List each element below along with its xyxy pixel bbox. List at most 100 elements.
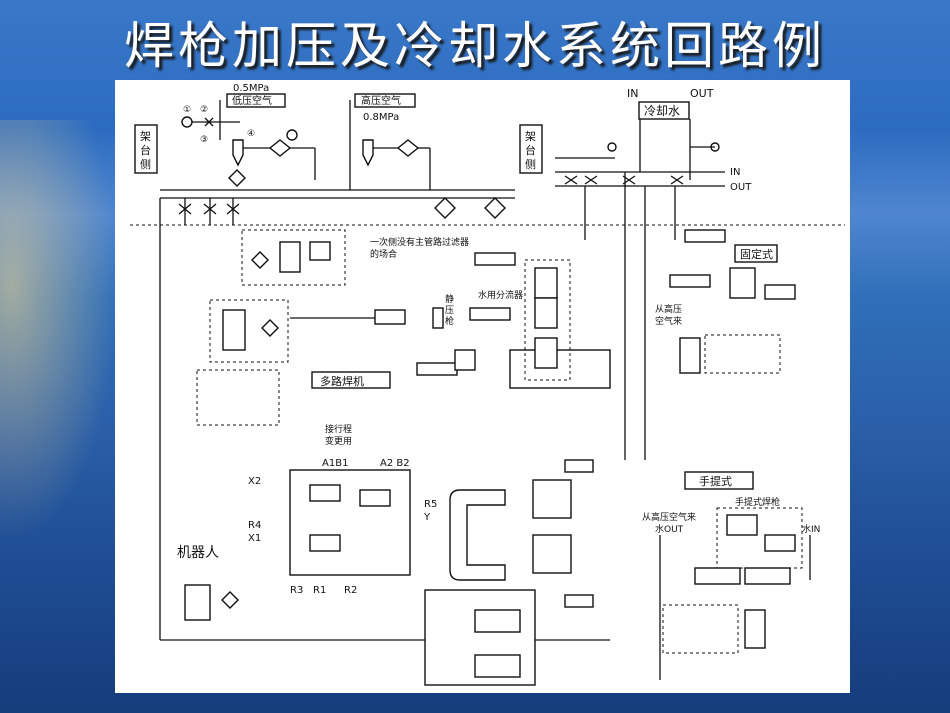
label-fixed-type: 固定式 bbox=[740, 247, 773, 261]
note-dashed-box bbox=[241, 229, 346, 286]
label-in-top: IN bbox=[627, 87, 638, 100]
label-water-divider: 水用分流器 bbox=[478, 289, 523, 301]
valve-block bbox=[534, 267, 558, 299]
label-water-in: 水IN bbox=[802, 523, 820, 535]
label-multi-welder: 多路焊机 bbox=[320, 374, 364, 388]
valve-block bbox=[534, 337, 558, 369]
label-rack-left-2: 台 bbox=[140, 143, 151, 157]
gun-valve bbox=[532, 534, 572, 574]
solenoid-valve bbox=[309, 534, 341, 552]
filter-icon bbox=[251, 251, 269, 269]
label-r3: R3 bbox=[290, 585, 303, 596]
handheld-sub-box bbox=[662, 604, 739, 654]
manifold-block bbox=[694, 567, 741, 585]
solenoid-valve bbox=[474, 654, 521, 678]
valve-icon bbox=[564, 175, 578, 185]
cylinder-valve bbox=[222, 309, 246, 351]
label-a2b2: A2 B2 bbox=[380, 458, 410, 469]
gauge-icon bbox=[607, 142, 617, 152]
solenoid-valve bbox=[374, 309, 406, 325]
label-r1: R1 bbox=[313, 585, 326, 596]
label-handheld: 手提式 bbox=[699, 474, 732, 488]
multi-welder-box bbox=[311, 371, 391, 389]
label-0-8mpa: 0.8MPa bbox=[363, 112, 399, 123]
valve-icon bbox=[203, 203, 217, 215]
label-out-line: OUT bbox=[730, 182, 752, 193]
label-from-high-air: 从高压空气来 bbox=[642, 511, 696, 523]
valve-icon bbox=[178, 203, 192, 215]
gauge-icon bbox=[286, 129, 298, 141]
valve-icon bbox=[226, 203, 240, 215]
cylinder-valve bbox=[744, 609, 766, 649]
label-cooling-water: 冷却水 bbox=[644, 104, 680, 118]
label-low-air: 低压空气 bbox=[232, 94, 272, 107]
num-3: ③ bbox=[200, 135, 208, 145]
solenoid-valve bbox=[764, 534, 796, 552]
label-x2: X2 bbox=[248, 476, 261, 487]
label-out-top: OUT bbox=[690, 87, 714, 100]
regulator-icon bbox=[396, 139, 420, 157]
fixed-type-box bbox=[734, 244, 778, 263]
manifold-block bbox=[669, 274, 711, 288]
label-rack-mid-1: 架 bbox=[525, 130, 536, 143]
page-title: 焊枪加压及冷却水系统回路例 bbox=[124, 17, 826, 75]
filter-icon bbox=[362, 139, 374, 167]
background-glow bbox=[0, 120, 120, 540]
label-a1b1: A1B1 bbox=[322, 458, 348, 469]
label-rack-mid-3: 侧 bbox=[525, 158, 536, 171]
label-static-1: 静 bbox=[445, 293, 454, 305]
valve-block bbox=[279, 241, 301, 273]
regulator-icon bbox=[268, 139, 292, 157]
num-1: ① bbox=[183, 105, 191, 115]
label-rack-left-3: 侧 bbox=[140, 158, 151, 171]
static-gun bbox=[432, 307, 444, 329]
label-robot: 机器人 bbox=[177, 545, 219, 561]
solenoid-valve bbox=[309, 484, 341, 502]
gun-valve bbox=[532, 479, 572, 519]
label-water-out: 水OUT bbox=[655, 523, 684, 535]
manifold-block bbox=[564, 594, 594, 608]
valve-icon bbox=[204, 117, 214, 127]
note-line-1: 一次侧没有主管路过滤器 bbox=[370, 236, 469, 248]
cylinder-valve bbox=[679, 337, 701, 374]
robot-valve-block bbox=[289, 469, 411, 576]
label-r5: R5 bbox=[424, 499, 437, 510]
label-x1: X1 bbox=[248, 533, 261, 544]
multi-welder-sub bbox=[209, 299, 289, 363]
label-static-2: 压 bbox=[445, 305, 454, 316]
num-2: ② bbox=[200, 105, 208, 115]
solenoid-valve bbox=[359, 489, 391, 507]
low-air-box bbox=[226, 93, 286, 108]
diagram-panel: 0.5MPa 低压空气 ① ② ③ ④ 架 台 侧 高压空气 0.8MPa 架 … bbox=[115, 80, 850, 693]
label-connect-1: 接行程 bbox=[325, 423, 352, 435]
valve-icon bbox=[670, 175, 684, 185]
rack-mid-box bbox=[519, 124, 543, 174]
label-connect-2: 变更用 bbox=[325, 435, 352, 447]
label-rack-left-1: 架 bbox=[140, 130, 151, 143]
label-r2: R2 bbox=[344, 585, 357, 596]
solenoid-valve bbox=[474, 609, 521, 633]
manifold-block bbox=[474, 252, 516, 266]
manifold-block bbox=[416, 362, 458, 376]
filter-icon bbox=[221, 591, 239, 609]
manifold-block bbox=[744, 567, 791, 585]
label-0-5mpa: 0.5MPa bbox=[233, 83, 269, 94]
label-from-high-2: 空气来 bbox=[655, 315, 682, 327]
note-line-2: 的场合 bbox=[370, 248, 397, 260]
multi-welder-sub bbox=[196, 369, 280, 426]
cylinder-valve bbox=[184, 584, 211, 621]
valve-icon bbox=[584, 175, 598, 185]
c-gun-frame bbox=[449, 489, 506, 581]
drain-icon bbox=[484, 197, 506, 219]
gun-cylinder bbox=[729, 267, 756, 299]
manifold-block bbox=[469, 307, 511, 321]
drain-icon bbox=[434, 197, 456, 219]
label-from-high-1: 从高压 bbox=[655, 303, 682, 315]
filter-icon bbox=[232, 139, 244, 167]
gun-cylinder bbox=[726, 514, 758, 536]
cooling-water-box bbox=[638, 101, 690, 120]
label-high-air: 高压空气 bbox=[361, 94, 401, 107]
circuit-diagram: 0.5MPa 低压空气 ① ② ③ ④ 架 台 侧 高压空气 0.8MPa 架 … bbox=[130, 83, 845, 686]
solenoid-valve bbox=[764, 284, 796, 300]
lubricator-icon bbox=[228, 169, 246, 187]
